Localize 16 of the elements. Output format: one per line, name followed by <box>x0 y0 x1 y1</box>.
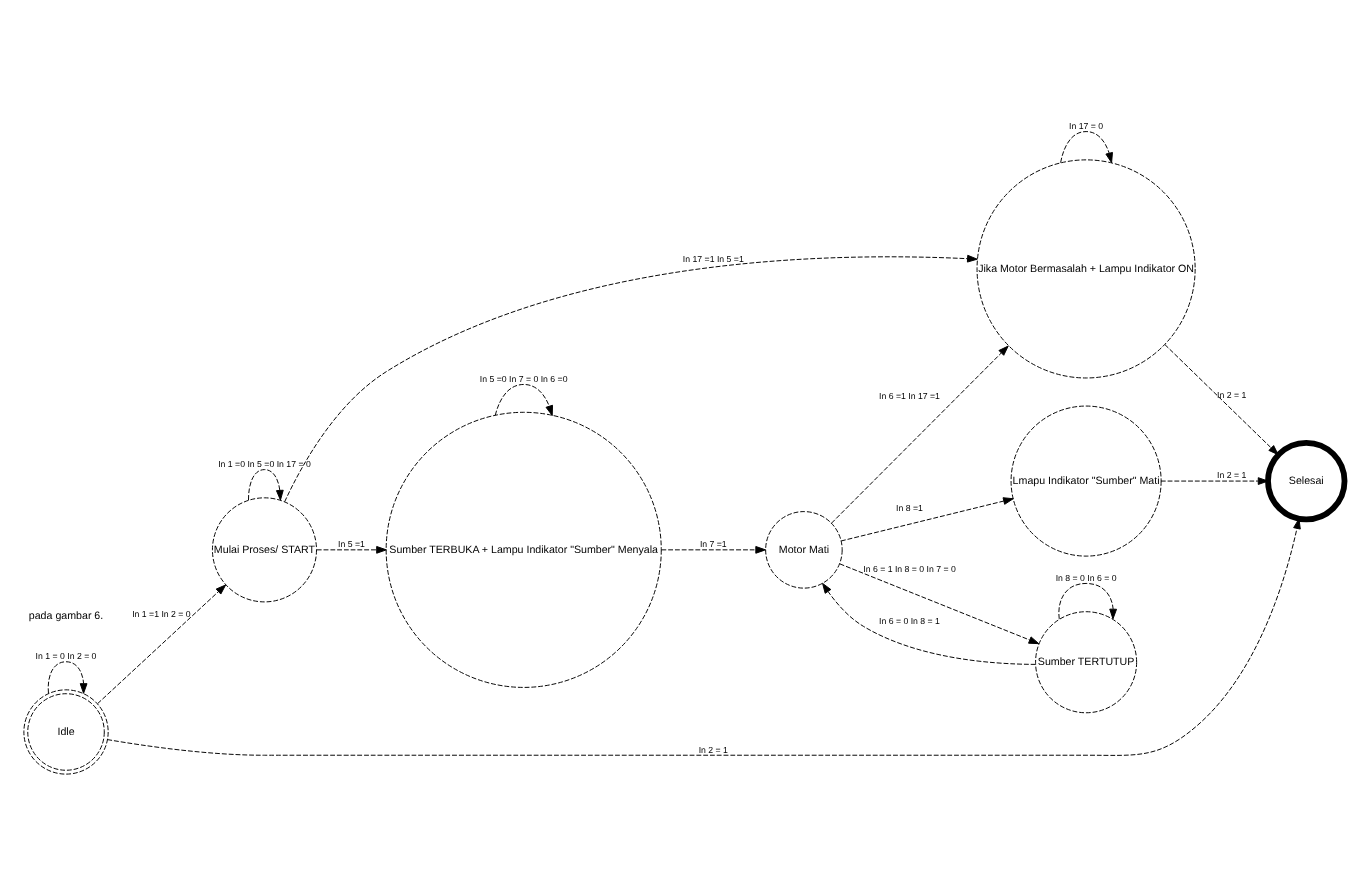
arrow <box>107 518 1301 756</box>
arrow <box>1058 582 1118 620</box>
arrow <box>831 345 1009 524</box>
arrow <box>248 469 284 501</box>
arrow <box>316 546 387 554</box>
arrow <box>660 546 766 554</box>
arrow <box>284 254 978 503</box>
arrow <box>1160 477 1269 485</box>
arrow <box>1060 131 1113 164</box>
arrow <box>839 563 1040 645</box>
arrow <box>840 497 1014 542</box>
arrow <box>47 661 88 694</box>
arrow <box>494 383 553 416</box>
arrow <box>97 584 227 704</box>
arrow <box>822 582 1036 665</box>
arrow <box>1164 344 1279 456</box>
